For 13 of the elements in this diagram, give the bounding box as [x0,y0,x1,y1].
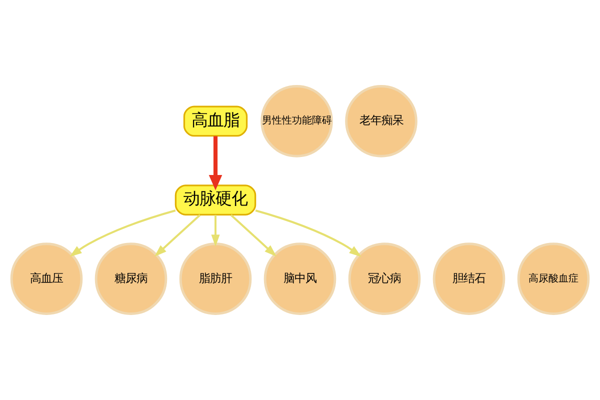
node-circle: 脂肪肝 [179,242,252,315]
arrow [70,210,176,257]
arrow [211,214,220,247]
arrow [230,214,277,257]
node-circle: 高尿酸血症 [517,242,590,315]
node-circle: 老年痴呆 [345,85,418,158]
arrow [154,214,201,257]
arrow [255,210,362,257]
node-box: 高血脂 [183,106,248,137]
node-box: 动脉硬化 [174,184,256,216]
node-circle: 胆结石 [432,242,506,315]
arrow [208,136,222,190]
node-circle: 男性性功能障碍 [260,85,333,158]
